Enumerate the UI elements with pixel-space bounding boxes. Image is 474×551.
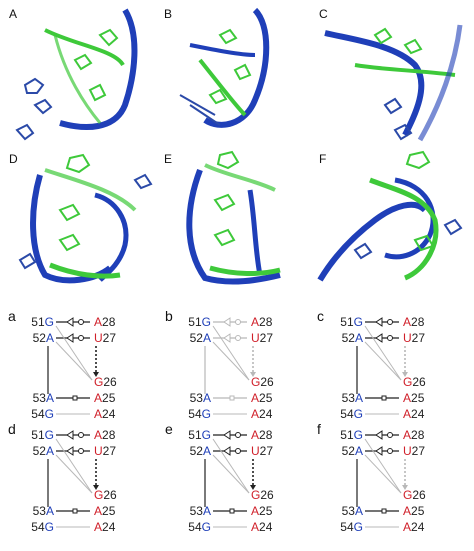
nucleotide-label-right: A25 — [403, 504, 425, 518]
nucleotide-label-right: A28 — [403, 315, 425, 329]
rna-structure-image — [317, 150, 463, 282]
nucleotide-label-left: 52A — [190, 331, 211, 345]
panel-label: f — [317, 421, 321, 437]
structure-panel-A: A — [5, 5, 155, 150]
nucleotide-label-right: A24 — [251, 407, 273, 421]
nucleotide-label-left: 51G — [188, 428, 211, 442]
nucleotide-label-right: U27 — [403, 331, 425, 345]
nucleotide-label-left: 54G — [31, 407, 54, 421]
structure-panel-C: C — [315, 5, 470, 150]
nucleotide-label-left: 52A — [33, 331, 54, 345]
panel-label: A — [9, 7, 18, 21]
nucleotide-label-right: U27 — [94, 331, 116, 345]
panel-label: e — [165, 421, 173, 437]
panel-label: B — [164, 7, 173, 21]
nucleotide-label-left: 52A — [342, 444, 363, 458]
rna-structure-image — [179, 7, 270, 128]
nucleotide-label-right: A28 — [403, 428, 425, 442]
nucleotide-label-left: 53A — [190, 504, 211, 518]
nucleotide-label-left: 54G — [340, 407, 363, 421]
nucleotide-label-left: 54G — [188, 520, 211, 534]
structure-panel-E: E — [160, 150, 310, 290]
nucleotide-label-left: 51G — [340, 315, 363, 329]
nucleotide-label-right: A24 — [94, 520, 116, 534]
nucleotide-label-right: A28 — [94, 428, 116, 442]
nucleotide-label-right: G26 — [251, 375, 274, 389]
rna-structure-image — [186, 150, 281, 285]
panel-label: a — [8, 308, 16, 324]
nucleotide-label-right: A24 — [403, 407, 425, 421]
panel-label: c — [317, 308, 324, 324]
nucleotide-label-right: G26 — [403, 375, 426, 389]
nucleotide-label-right: A25 — [251, 504, 273, 518]
panel-label: b — [165, 308, 173, 324]
nucleotide-label-right: U27 — [94, 444, 116, 458]
nucleotide-label-right: G26 — [94, 488, 117, 502]
rna-structure-image — [18, 153, 153, 284]
panel-label: C — [319, 7, 328, 21]
nucleotide-label-right: G26 — [251, 488, 274, 502]
nucleotide-label-left: 51G — [340, 428, 363, 442]
nucleotide-label-left: 54G — [340, 520, 363, 534]
nucleotide-label-left: 53A — [342, 391, 363, 405]
nucleotide-label-right: A28 — [94, 315, 116, 329]
nucleotide-label-left: 53A — [33, 391, 54, 405]
nucleotide-label-right: G26 — [94, 375, 117, 389]
nucleotide-label-left: 52A — [33, 444, 54, 458]
nucleotide-label-left: 53A — [190, 391, 211, 405]
nucleotide-label-left: 54G — [188, 407, 211, 421]
nucleotide-label-right: A24 — [94, 407, 116, 421]
nucleotide-label-left: 51G — [31, 428, 54, 442]
nucleotide-label-right: A25 — [94, 504, 116, 518]
nucleotide-label-left: 53A — [342, 504, 363, 518]
structure-panel-F: F — [315, 150, 470, 290]
nucleotide-label-right: A28 — [251, 315, 273, 329]
nucleotide-label-right: G26 — [403, 488, 426, 502]
nucleotide-label-right: U27 — [403, 444, 425, 458]
panel-label: F — [319, 152, 327, 166]
nucleotide-label-left: 53A — [33, 504, 54, 518]
nucleotide-label-left: 54G — [31, 520, 54, 534]
nucleotide-label-right: A25 — [251, 391, 273, 405]
nucleotide-label-right: A25 — [403, 391, 425, 405]
panel-label: D — [9, 152, 18, 166]
rna-structure-image — [324, 24, 463, 142]
nucleotide-label-right: A24 — [403, 520, 425, 534]
rna-structure-image — [15, 8, 138, 141]
nucleotide-label-right: A28 — [251, 428, 273, 442]
nucleotide-label-left: 52A — [190, 444, 211, 458]
nucleotide-label-right: A25 — [94, 391, 116, 405]
nucleotide-label-left: 51G — [188, 315, 211, 329]
panel-label: E — [164, 152, 173, 166]
panel-label: d — [8, 421, 16, 437]
nucleotide-label-left: 52A — [342, 331, 363, 345]
structure-panel-B: B — [160, 5, 310, 150]
structure-panel-D: D — [5, 150, 155, 290]
nucleotide-label-right: U27 — [251, 331, 273, 345]
nucleotide-label-right: A24 — [251, 520, 273, 534]
nucleotide-label-left: 51G — [31, 315, 54, 329]
nucleotide-label-right: U27 — [251, 444, 273, 458]
